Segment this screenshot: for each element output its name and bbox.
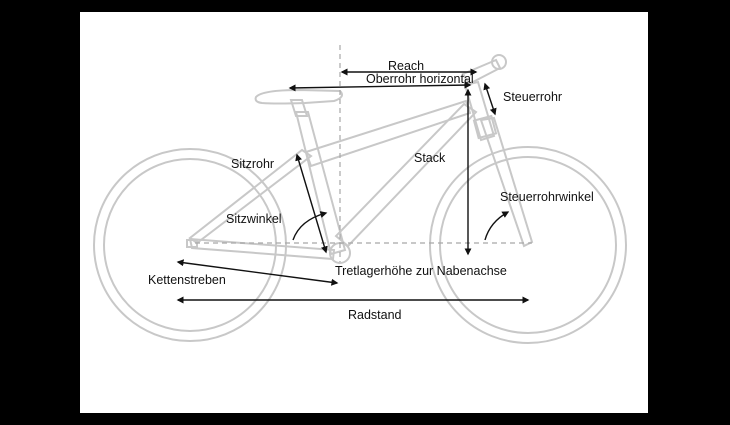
seat-post bbox=[289, 99, 309, 117]
reference-lines bbox=[195, 45, 532, 262]
label-sitzwinkel: Sitzwinkel bbox=[226, 212, 282, 226]
label-kettenstreben: Kettenstreben bbox=[148, 273, 226, 287]
steuerrohrwinkel-arc bbox=[484, 211, 510, 241]
sitzrohr-arrow bbox=[295, 153, 328, 254]
label-tretlager: Tretlagerhöhe zur Nabenachse bbox=[335, 264, 507, 278]
dimension-arrows bbox=[176, 68, 530, 304]
head-tube bbox=[463, 80, 496, 142]
fork bbox=[479, 116, 534, 248]
fork-crown bbox=[472, 114, 498, 140]
steuerrohr-arrow bbox=[483, 82, 497, 116]
oberrohr-arrow bbox=[288, 81, 472, 92]
front-wheel bbox=[429, 146, 627, 344]
label-stack: Stack bbox=[414, 151, 446, 165]
sitzwinkel-arc bbox=[292, 211, 328, 241]
bike-silhouette bbox=[93, 54, 627, 344]
label-reach: Reach bbox=[388, 59, 424, 73]
label-steuerrohrwinkel: Steuerrohrwinkel bbox=[500, 190, 594, 204]
diagram-panel bbox=[80, 12, 648, 413]
saddle bbox=[254, 88, 343, 105]
label-oberrohr: Oberrohr horizontal bbox=[366, 72, 474, 86]
label-radstand: Radstand bbox=[348, 308, 402, 322]
handlebar-clamp bbox=[491, 54, 507, 70]
label-steuerrohr: Steuerrohr bbox=[503, 90, 562, 104]
label-sitzrohr: Sitzrohr bbox=[231, 157, 274, 171]
kettenstreben-arrow bbox=[176, 259, 339, 286]
